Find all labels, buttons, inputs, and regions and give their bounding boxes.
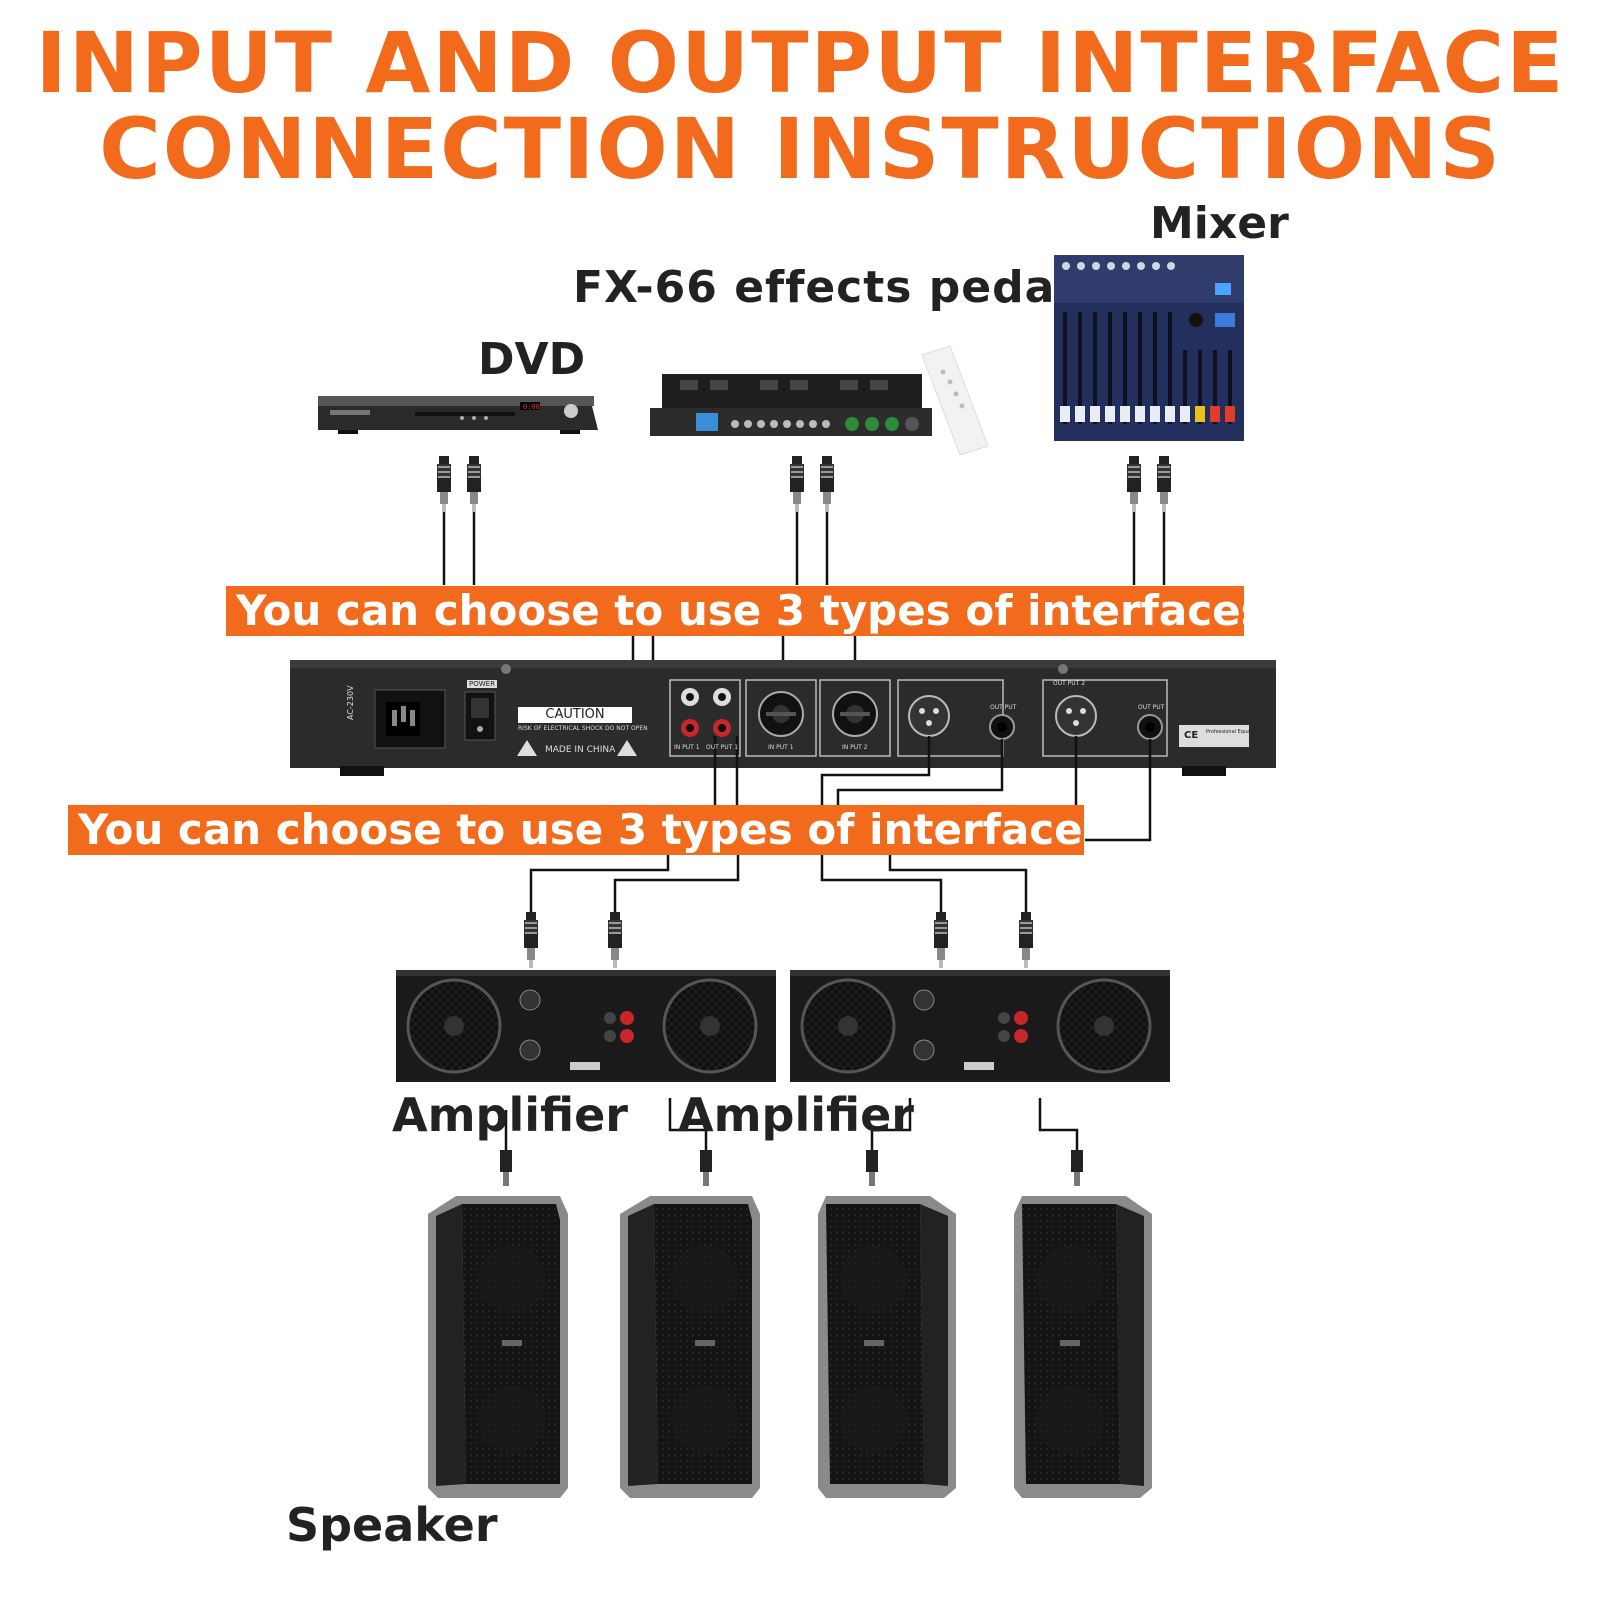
speaker-label: Speaker bbox=[286, 1498, 498, 1552]
jack-out-put-a-label: OUT PUT bbox=[990, 704, 1017, 711]
amplifier-2-image bbox=[790, 970, 1170, 1082]
speaker-4-image bbox=[1014, 1196, 1152, 1498]
mixer-label: Mixer bbox=[1150, 198, 1289, 249]
speaker-3-image bbox=[818, 1196, 956, 1498]
xlr-input-1-label: IN PUT 1 bbox=[768, 744, 794, 751]
dvd-player-image: 0:00 bbox=[318, 396, 598, 434]
brand-plate-text: Professional Equalizer bbox=[1206, 729, 1261, 735]
interface-banner-bottom: You can choose to use 3 types of interfa… bbox=[68, 805, 1084, 855]
svg-text:0:00: 0:00 bbox=[523, 403, 540, 411]
jack-out-put-b-label: OUT PUT bbox=[1138, 704, 1165, 711]
output-2-label: OUT PUT 2 bbox=[1053, 680, 1086, 687]
made-in-label: MADE IN CHINA bbox=[545, 745, 616, 755]
amplifier-1-image bbox=[396, 970, 776, 1082]
shock-warning-text: RISK OF ELECTRICAL SHOCK DO NOT OPEN bbox=[518, 725, 648, 732]
dvd-label: DVD bbox=[478, 334, 586, 385]
speaker-2-image bbox=[620, 1196, 760, 1498]
rca-input-1-label: IN PUT 1 bbox=[674, 744, 700, 751]
fx-pedal-label: FX-66 effects pedal bbox=[573, 262, 1072, 313]
equalizer-rear-panel bbox=[290, 660, 1276, 776]
speaker-plugs bbox=[500, 1150, 1083, 1186]
caution-label: CAUTION bbox=[518, 707, 632, 723]
interface-banner-top: You can choose to use 3 types of interfa… bbox=[226, 586, 1244, 636]
amplifier-2-label: Amplifier bbox=[678, 1088, 914, 1142]
xlr-input-2-label: IN PUT 2 bbox=[842, 744, 868, 751]
speaker-1-image bbox=[428, 1196, 568, 1498]
rca-plugs-input bbox=[437, 456, 1171, 512]
diagram-title-line-2: CONNECTION INSTRUCTIONS bbox=[99, 100, 1502, 198]
voltage-label: AC-230V bbox=[346, 685, 355, 720]
fx-66-effects-unit-image bbox=[650, 345, 989, 456]
rca-plugs-output bbox=[524, 912, 1033, 968]
amplifier-1-label: Amplifier bbox=[392, 1088, 628, 1142]
diagram-title-line-1: INPUT AND OUTPUT INTERFACE bbox=[35, 14, 1566, 112]
mixer-image bbox=[1054, 255, 1244, 441]
rca-output-1-label: OUT PUT 1 bbox=[706, 744, 739, 751]
ce-mark: CE bbox=[1184, 730, 1199, 741]
power-label: POWER bbox=[467, 680, 497, 688]
output-cables bbox=[504, 736, 1152, 1150]
